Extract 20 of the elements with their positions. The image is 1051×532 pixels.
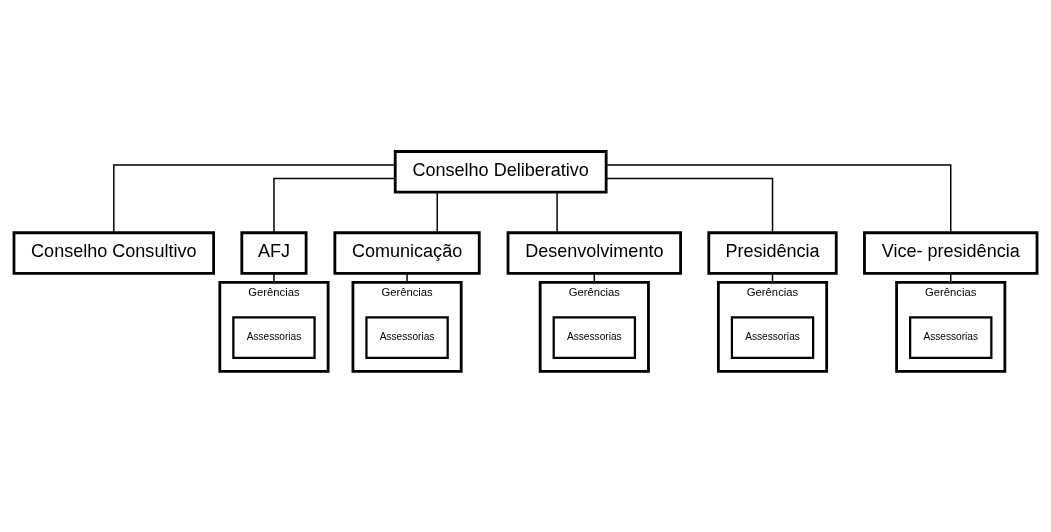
node-box: Conselho Deliberativo [393,150,608,194]
node-box: Assessorias [730,316,815,360]
node-box: Vice- presidência [863,231,1039,275]
connector [406,272,408,284]
connector [556,191,558,233]
node-box: Assessorias [232,316,316,360]
node-box: Presidência [707,231,838,275]
connector [113,164,396,234]
node-box: Assessorias [909,316,993,360]
node-box: Assessorias [365,316,449,360]
connector [436,191,438,233]
connector [273,177,396,234]
connector [605,177,774,234]
connector [273,272,275,284]
connector [605,164,952,234]
node-box: Comunicação [333,231,481,275]
node-box: Assessorias [552,316,637,360]
node-box: Desenvolvimento [506,231,682,275]
node-box: Conselho Consultivo [12,231,216,275]
node-box: AFJ [240,231,308,275]
